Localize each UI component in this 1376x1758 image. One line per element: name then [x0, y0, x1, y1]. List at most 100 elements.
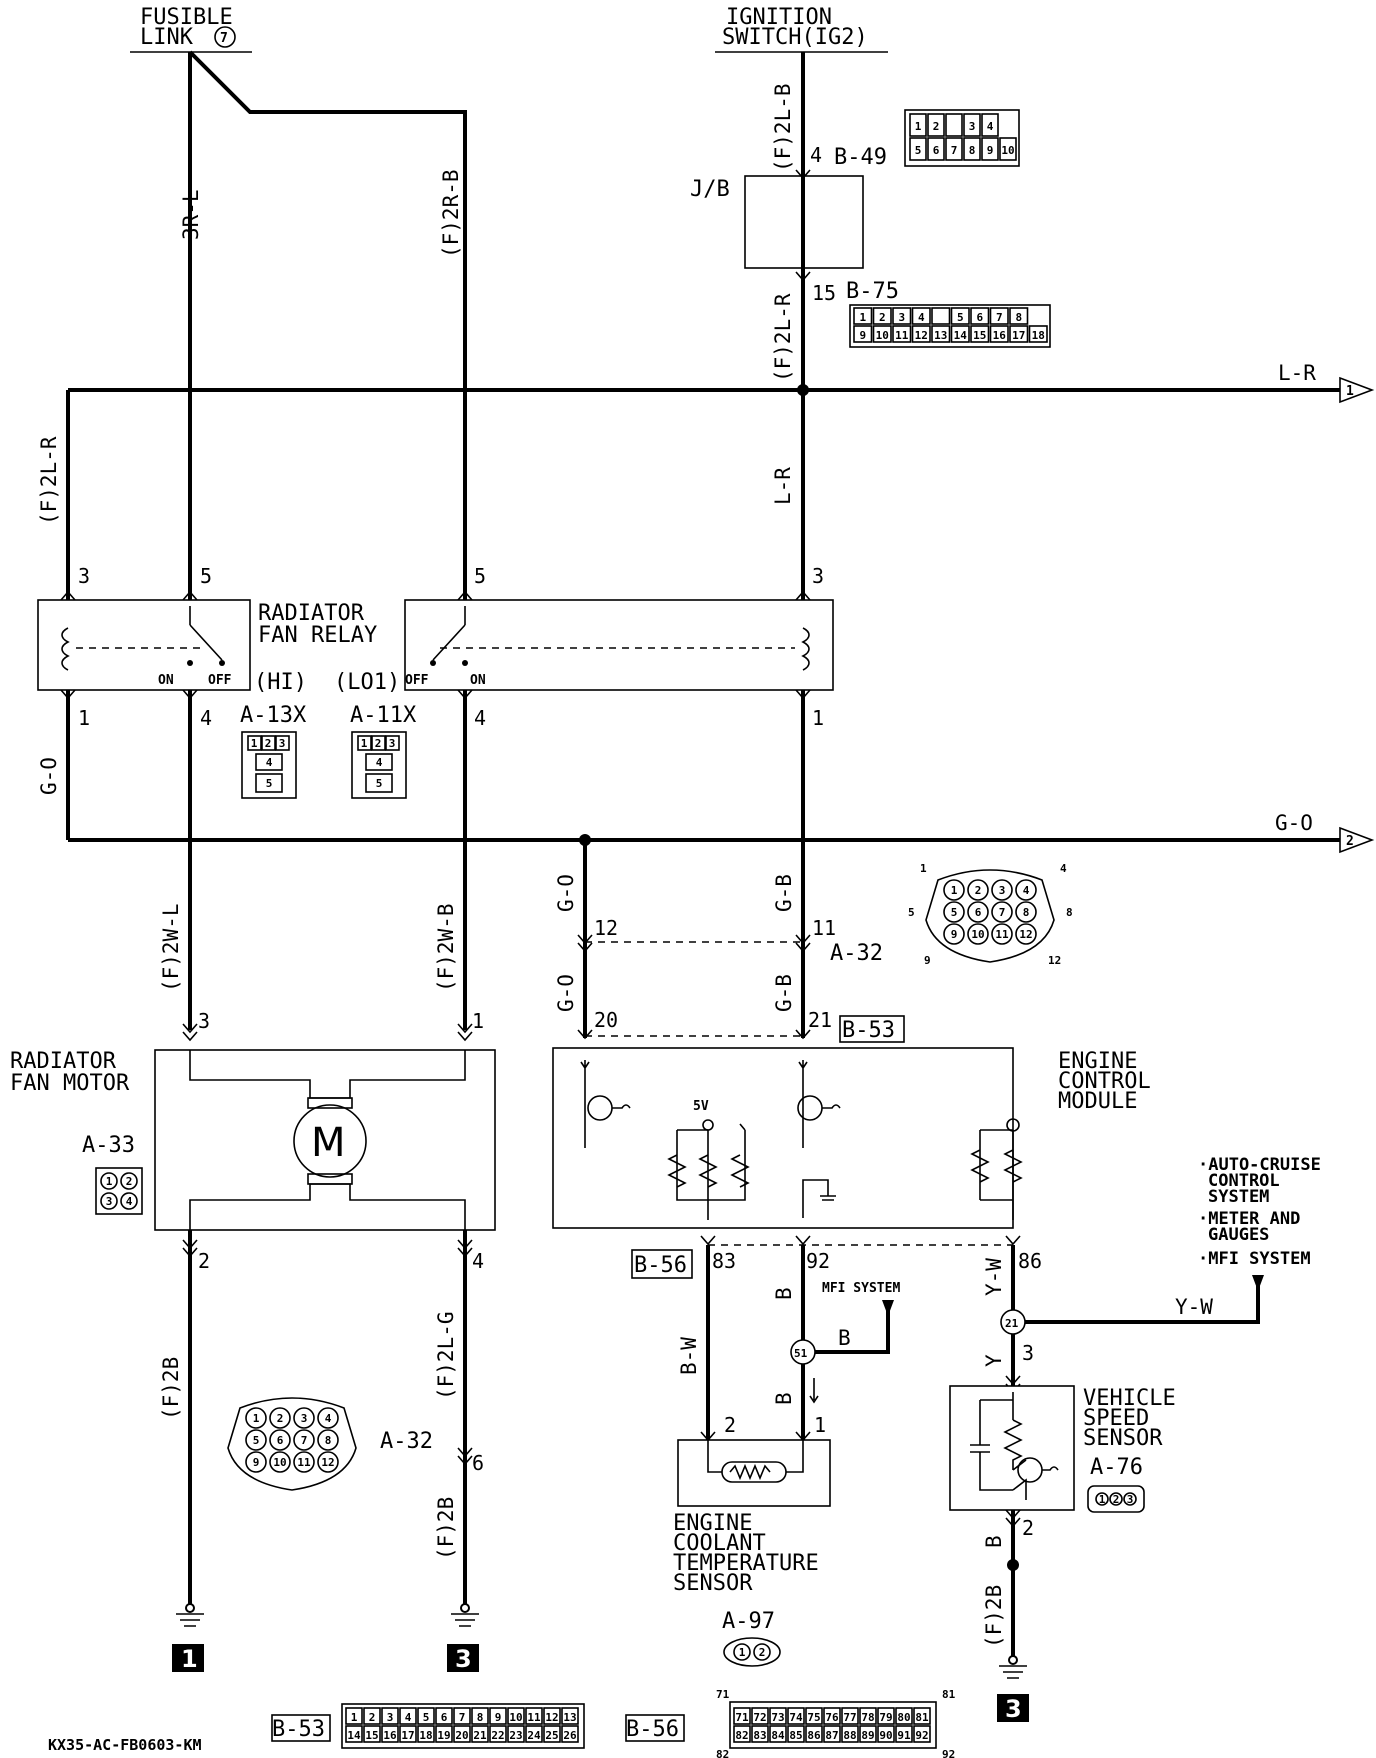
a32-pin-hole	[943, 879, 965, 901]
b53-cell	[543, 1725, 561, 1743]
a33-pin-hole	[100, 1192, 118, 1210]
wire-f2l-b: (F)2L-B	[771, 83, 795, 172]
a32-pin: 7	[301, 1434, 308, 1447]
b75-cell	[950, 325, 970, 343]
svg-text:G-B: G-B	[772, 874, 796, 912]
svg-text:92: 92	[806, 1249, 830, 1273]
b56-cell	[751, 1725, 769, 1743]
b56-pin: 92	[915, 1729, 928, 1742]
wire-y-w-to-destinations	[1025, 1275, 1260, 1324]
b49-pin: 10	[1001, 144, 1014, 157]
a32-pin: 6	[277, 1434, 284, 1447]
a32-pin-hole	[991, 901, 1013, 923]
svg-text:G-O: G-O	[554, 974, 578, 1012]
radiator-fan-relay-lo: OFF ON	[404, 599, 834, 691]
svg-text:3: 3	[198, 1009, 210, 1033]
b49-pin: 6	[933, 144, 940, 157]
wire-f2r-b: (F)2R-B	[439, 169, 463, 258]
svg-text:(F)2B: (F)2B	[434, 1497, 458, 1560]
b75-cell	[989, 307, 1009, 325]
svg-text:(F)2W-B: (F)2W-B	[434, 903, 458, 992]
b75-cell	[892, 325, 912, 343]
b53-pin: 26	[563, 1729, 577, 1742]
b53-pin: 17	[401, 1729, 414, 1742]
b49-cell	[963, 137, 981, 161]
b56-pin: 83	[753, 1729, 766, 1742]
svg-text:SYSTEM: SYSTEM	[1208, 1187, 1269, 1207]
b56-cell	[733, 1707, 751, 1725]
b53-pin: 7	[459, 1711, 466, 1724]
a32-outer-pin: 9	[924, 954, 931, 967]
b53-cell	[489, 1725, 507, 1743]
a32-pin: 3	[999, 884, 1006, 897]
b53-cell	[399, 1707, 417, 1725]
b53-pin: 22	[491, 1729, 504, 1742]
a32-pin: 1	[951, 884, 958, 897]
svg-text:B: B	[838, 1326, 851, 1350]
a13x-pin: 4	[266, 756, 273, 769]
b75-pin: 2	[879, 311, 886, 324]
wire-3r-l: 3R-L	[179, 189, 203, 240]
svg-text:6: 6	[472, 1451, 484, 1475]
a32-pin: 10	[971, 928, 984, 941]
svg-text:B: B	[772, 1287, 796, 1300]
radiator-fan-relay-hi: ON OFF	[37, 599, 251, 691]
b56-cell	[913, 1725, 931, 1743]
svg-text:4: 4	[200, 706, 212, 730]
a32-pin-hole	[967, 901, 989, 923]
b53-pin: 10	[509, 1711, 522, 1724]
b75-pin: 14	[954, 329, 968, 342]
svg-text:LINK: LINK	[140, 25, 194, 50]
svg-text:2: 2	[724, 1413, 736, 1437]
a32-pin-hole	[245, 1407, 267, 1429]
svg-text:B-W: B-W	[677, 1337, 701, 1375]
wire-l-r-right: L-R	[1278, 361, 1316, 385]
b75-cell	[872, 325, 892, 343]
a32-outer-pin: 1	[920, 862, 927, 875]
b53-cell	[417, 1707, 435, 1725]
svg-text:(HI): (HI)	[254, 670, 307, 695]
b49-pin: 3	[969, 120, 976, 133]
destinations-list: ·AUTO-CRUISE CONTROL SYSTEM ·METER AND G…	[1198, 1155, 1321, 1269]
a32-pin-hole	[269, 1429, 291, 1451]
connector-a32-lower-label: A-32	[380, 1429, 433, 1454]
b56-pin: 72	[753, 1711, 766, 1724]
a32-outer-pin: 8	[1066, 906, 1073, 919]
a11x-pin: 1	[361, 737, 368, 750]
a13x-cell	[247, 735, 262, 751]
a32-pin-hole	[317, 1429, 339, 1451]
b75-cell	[931, 325, 951, 343]
b53-pin: 11	[527, 1711, 541, 1724]
svg-text:B: B	[982, 1535, 1006, 1548]
b75-cell	[853, 307, 873, 325]
a32-outer-pin: 12	[1048, 954, 1061, 967]
svg-text:FAN RELAY: FAN RELAY	[258, 623, 377, 648]
svg-text:(LO1): (LO1)	[334, 670, 400, 695]
svg-text:CONTROL: CONTROL	[1208, 1171, 1280, 1191]
b49-pin: 7	[951, 144, 958, 157]
ect-sensor-label: ENGINE	[673, 1511, 752, 1536]
svg-text:51: 51	[794, 1347, 808, 1360]
b56-pin: 85	[789, 1729, 802, 1742]
a32-pin: 12	[321, 1456, 334, 1469]
b75-pin: 12	[915, 329, 928, 342]
a32-pin-hole	[1015, 901, 1037, 923]
a76-pin-hole	[1095, 1492, 1109, 1506]
motor-symbol: M	[311, 1120, 346, 1166]
b53-pin: 15	[365, 1729, 378, 1742]
svg-text:1: 1	[181, 1645, 198, 1673]
b56-cell	[769, 1707, 787, 1725]
b53-pin: 4	[405, 1711, 412, 1724]
svg-text:SPEED: SPEED	[1083, 1406, 1149, 1431]
b75-cell	[931, 307, 951, 325]
b53-cell	[435, 1707, 453, 1725]
svg-text:COOLANT: COOLANT	[673, 1531, 766, 1556]
svg-text:·MFI SYSTEM: ·MFI SYSTEM	[1198, 1249, 1311, 1269]
a13x-cell	[255, 773, 283, 793]
b75-cell	[911, 325, 931, 343]
